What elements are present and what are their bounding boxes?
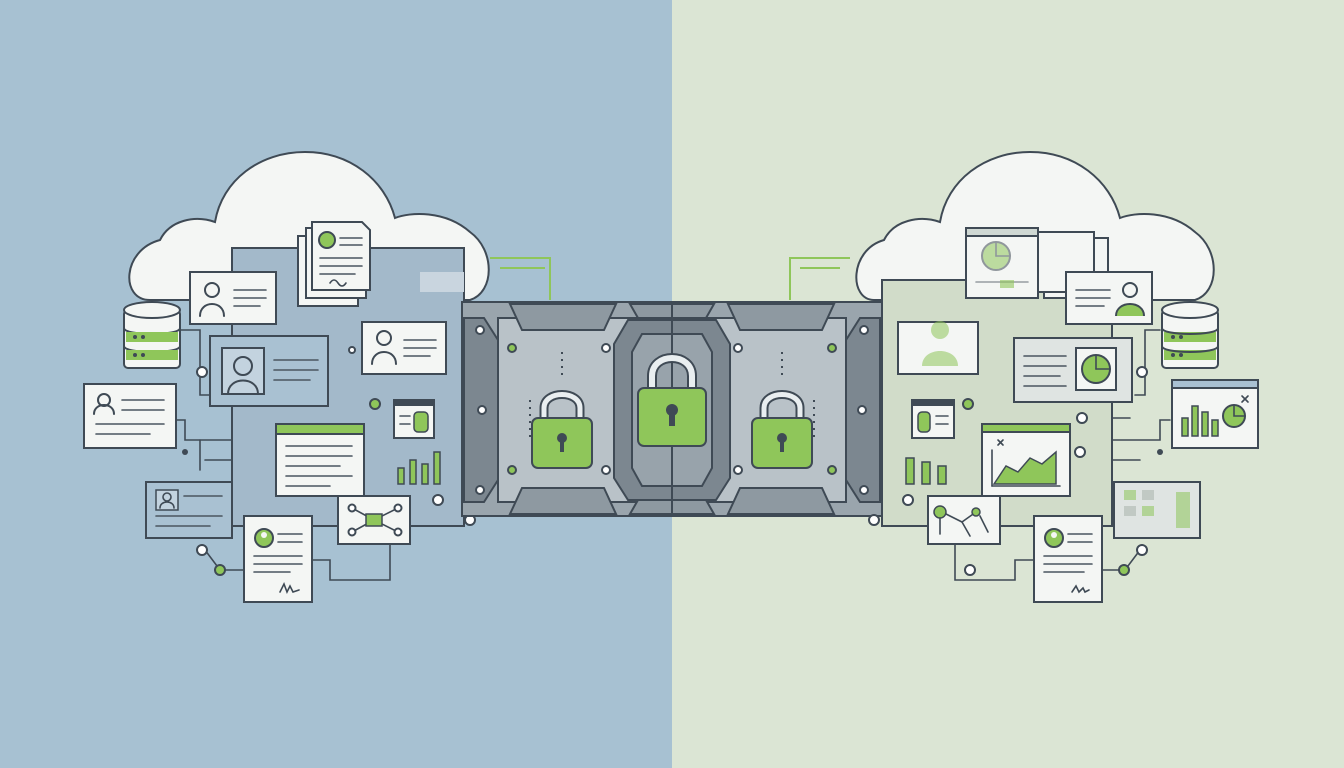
right-profile-card-blurred bbox=[897, 321, 979, 375]
right-pie-chart-document bbox=[965, 227, 1109, 299]
right-line-chart-window bbox=[981, 423, 1071, 497]
left-user-card-1 bbox=[189, 271, 277, 325]
left-network-graph-icon bbox=[337, 495, 411, 545]
left-profile-card-large bbox=[209, 335, 329, 407]
left-profile-document bbox=[297, 221, 371, 307]
left-keyhole-card bbox=[393, 399, 435, 439]
left-user-card-2 bbox=[361, 321, 447, 375]
right-cloud-icon bbox=[855, 150, 1215, 301]
right-database-icon bbox=[1161, 301, 1219, 369]
right-user-card-1 bbox=[1065, 271, 1153, 325]
right-pie-chart-card bbox=[1013, 337, 1133, 403]
right-network-graph-icon bbox=[927, 495, 1001, 545]
left-id-card bbox=[145, 481, 233, 539]
left-bar-chart-icon bbox=[397, 451, 441, 485]
right-blurred-card bbox=[1113, 481, 1201, 539]
left-user-card-3 bbox=[83, 383, 177, 449]
right-bar-chart-icon bbox=[905, 457, 947, 485]
right-signed-document-icon bbox=[1033, 515, 1103, 603]
left-browser-window-icon bbox=[275, 423, 365, 497]
left-database-icon bbox=[123, 301, 181, 369]
right-connection-dots bbox=[868, 366, 1163, 576]
right-chart-window bbox=[1171, 379, 1259, 449]
left-signed-document-icon bbox=[243, 515, 313, 603]
left-connection-dots bbox=[182, 346, 476, 576]
padlock-icon-left bbox=[531, 390, 593, 469]
padlock-icon-right bbox=[751, 390, 813, 469]
padlock-icon-center bbox=[637, 353, 707, 447]
right-keyhole-card bbox=[911, 399, 955, 439]
